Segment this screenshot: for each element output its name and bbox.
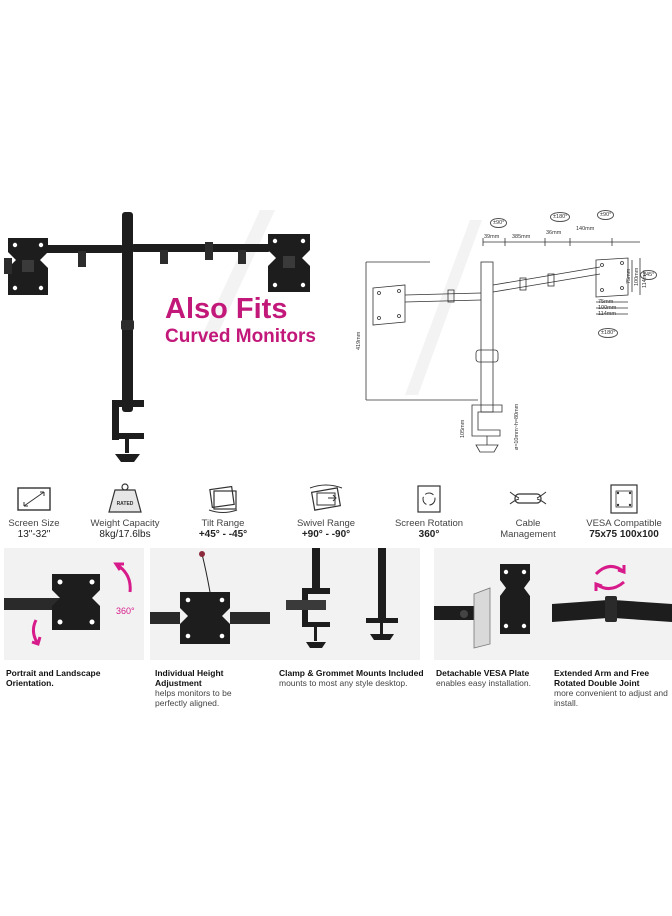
screen-size-icon — [17, 487, 51, 511]
spec-label: Cable Management — [500, 518, 556, 540]
dimension-label: 100mm — [598, 305, 617, 311]
feature-desc: more convenient to adjust and install. — [554, 688, 668, 708]
feature-desc: helps monitors to be perfectly aligned. — [155, 688, 232, 708]
spec-label: Tilt Range — [201, 518, 245, 529]
dual-monitor-mount-photo — [4, 210, 641, 462]
spec-label: Weight Capacity — [90, 518, 160, 529]
spec-row: Screen Size 13"-32" RATED Weight Capacit… — [0, 478, 672, 550]
feature-caption: Individual Height Adjustment helps monit… — [155, 668, 265, 708]
spec-label: Screen Rotation — [394, 518, 464, 529]
feature-title: Extended Arm and Free Rotated Double Joi… — [554, 668, 650, 688]
spec-label: Screen Size — [8, 518, 60, 529]
tilt-icon — [208, 485, 238, 513]
rotation-icon — [417, 485, 441, 513]
dimension-label: 419mm — [356, 331, 362, 350]
spec-value: 13"-32" — [17, 529, 51, 540]
weight-icon: RATED — [108, 483, 142, 513]
rotation-label: ±90° — [490, 218, 508, 228]
dimension-label: 39mm — [484, 234, 500, 240]
spec-vesa: VESA Compatible 75x75 100x100 — [576, 478, 672, 550]
spec-value: 8kg/17.6lbs — [99, 529, 151, 540]
headline-line2: Curved Monitors — [165, 326, 316, 347]
dimension-label: ø≈10mm~h≈80mm — [514, 403, 520, 450]
feature-title: Detachable VESA Plate — [436, 668, 530, 678]
dimension-label: 105mm — [460, 419, 466, 438]
weight-badge-text: RATED — [117, 501, 134, 507]
dimension-label: 100mm — [634, 267, 640, 286]
dimension-label: 75mm — [626, 268, 632, 284]
spec-rotation: Screen Rotation 360° — [381, 478, 477, 550]
feature-title: Clamp & Grommet Mounts Included — [279, 668, 424, 678]
spec-weight: RATED Weight Capacity 8kg/17.6lbs — [77, 478, 173, 550]
feature-vesa-plate-image — [434, 548, 556, 660]
feature-height-adjust-image — [150, 548, 290, 660]
spec-value: 75x75 100x100 — [589, 529, 659, 540]
vesa-icon — [610, 484, 638, 514]
feature-portrait-landscape-image: 360° — [4, 548, 144, 660]
feature-title: Individual Height Adjustment — [155, 668, 224, 688]
rotation-badge: 360° — [116, 606, 135, 616]
feature-title: Portrait and Landscape Orientation. — [6, 668, 101, 688]
headline-line1: Also Fits — [165, 293, 288, 325]
spec-value: 360° — [418, 529, 440, 540]
spec-cable: Cable Management — [480, 478, 576, 550]
feature-caption: Clamp & Grommet Mounts Included mounts t… — [279, 668, 429, 688]
feature-clamp-grommet-image — [278, 548, 420, 660]
dimension-label: 140mm — [576, 226, 595, 232]
feature-double-joint-image — [552, 548, 672, 660]
spec-value: +90° - -90° — [301, 529, 351, 540]
dimension-label: 114mm — [642, 270, 648, 288]
rotation-label: ±90° — [597, 210, 615, 220]
rotation-label: ±45° — [640, 270, 658, 280]
rotation-label: ±180° — [550, 212, 571, 222]
hero-section: Also Fits Curved Monitors ±90° ±180° ±90… — [0, 200, 672, 470]
spec-label: Swivel Range — [296, 518, 356, 529]
feature-caption: Portrait and Landscape Orientation. — [6, 668, 136, 688]
cable-icon — [509, 491, 547, 505]
feature-desc: enables easy installation. — [436, 678, 531, 688]
feature-desc: mounts to most any style desktop. — [279, 678, 408, 688]
dimension-label: 36mm — [546, 230, 562, 236]
spec-tilt: Tilt Range +45° - -45° — [175, 478, 271, 550]
swivel-icon — [309, 484, 343, 511]
rotation-label: ±180° — [598, 328, 619, 338]
spec-label: VESA Compatible — [586, 518, 662, 529]
feature-row: 360° — [0, 548, 672, 718]
dimension-label: 385mm — [512, 234, 531, 240]
spec-screen-size: Screen Size 13"-32" — [0, 478, 82, 550]
spec-value: +45° - -45° — [198, 529, 248, 540]
feature-caption: Extended Arm and Free Rotated Double Joi… — [554, 668, 670, 708]
spec-swivel: Swivel Range +90° - -90° — [278, 478, 374, 550]
dimension-label: 75mm — [598, 299, 614, 305]
feature-caption: Detachable VESA Plate enables easy insta… — [436, 668, 552, 688]
dimension-label: 114mm — [598, 311, 616, 317]
also-fits-headline: Also Fits Curved Monitors — [165, 293, 316, 349]
